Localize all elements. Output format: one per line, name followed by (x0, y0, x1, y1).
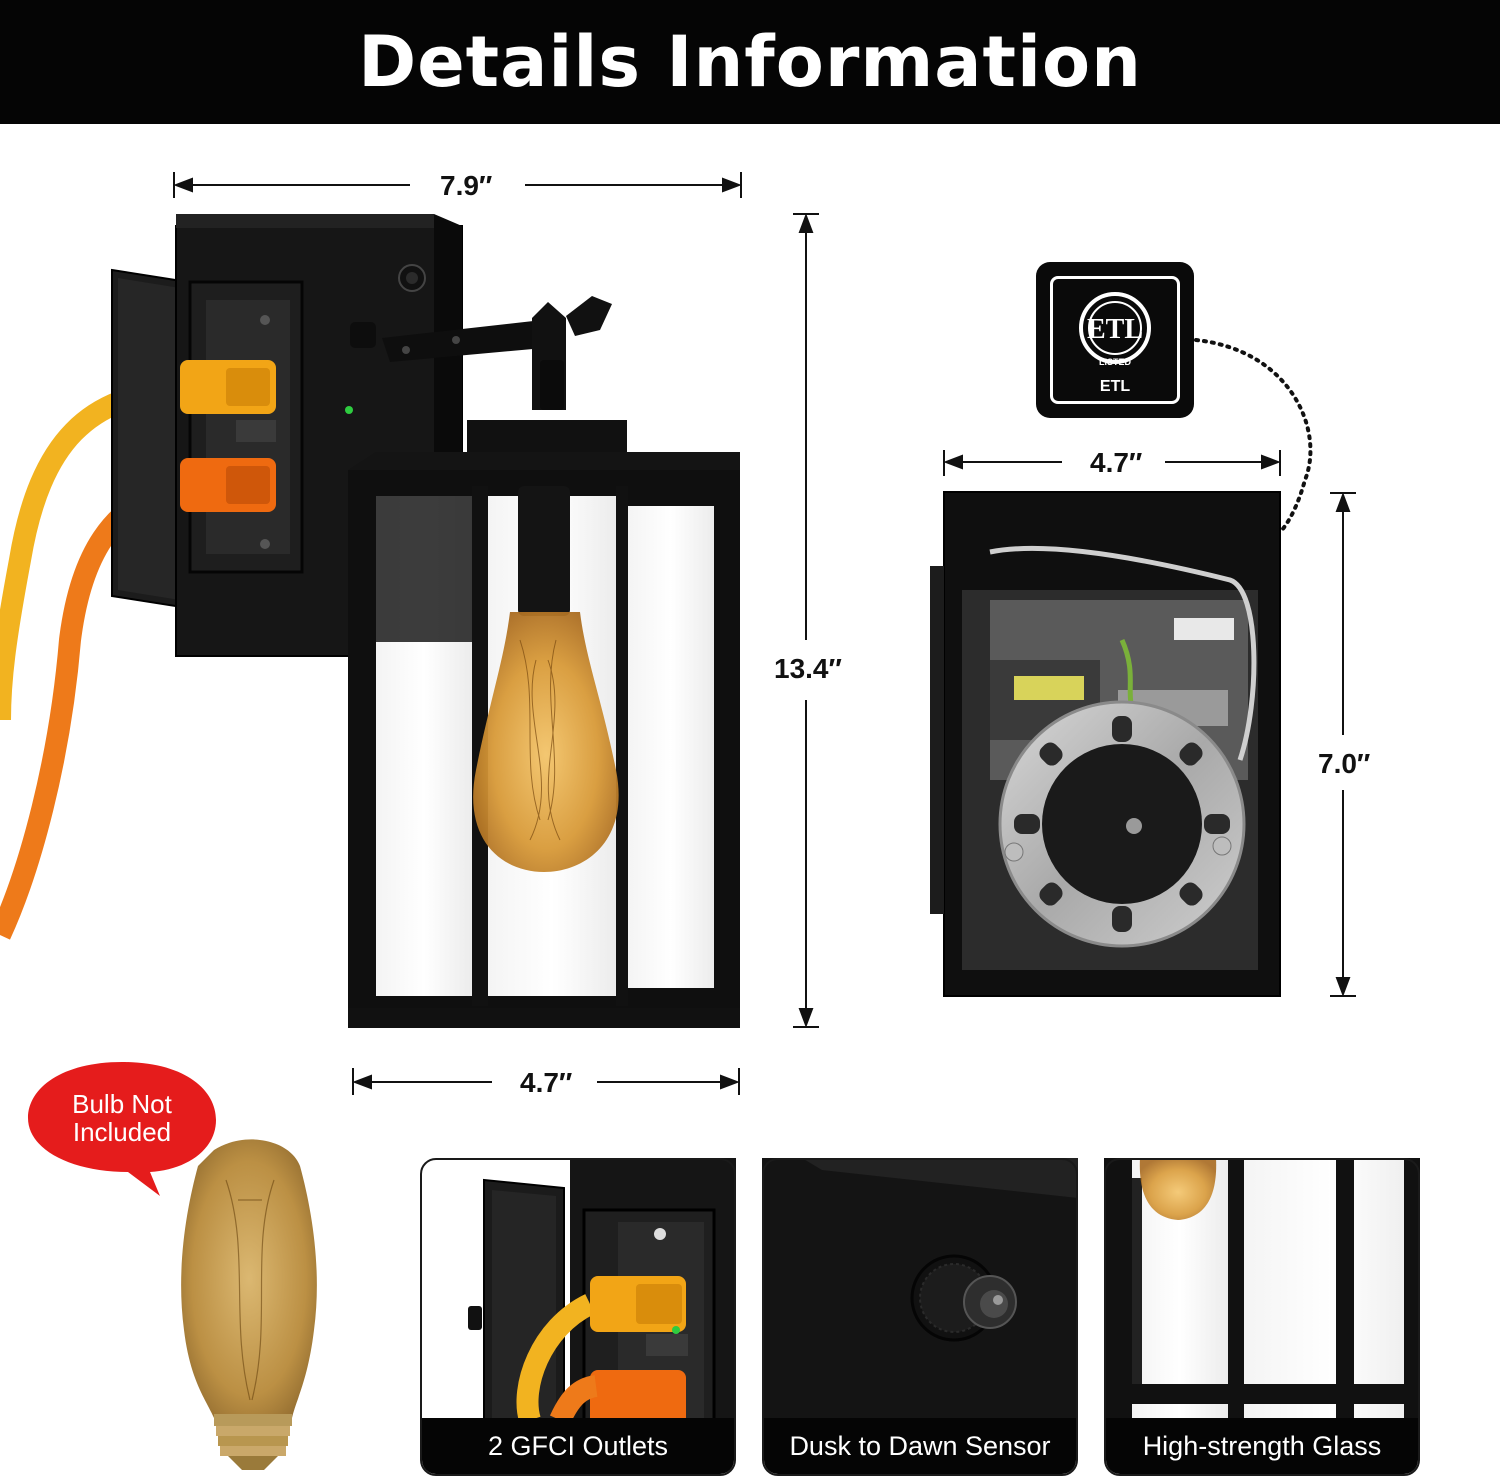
feature-caption-outlets: 2 GFCI Outlets (422, 1418, 734, 1474)
feature-panel-glass: High-strength Glass (1104, 1158, 1420, 1476)
etl-badge-frame (1050, 276, 1180, 404)
dimension-height: 13.4″ (766, 653, 850, 685)
feature-panel-sensor: Dusk to Dawn Sensor (762, 1158, 1078, 1476)
etl-logo-icon: ETL LISTED (1079, 292, 1151, 367)
lantern-fixture (0, 214, 740, 1028)
dimension-top-width: 7.9″ (432, 170, 501, 202)
junction-box (930, 491, 1281, 997)
etl-mark: ETL (1087, 314, 1143, 345)
etl-label: ETL (1099, 378, 1131, 395)
dimension-lines (173, 172, 1356, 1095)
etl-certification-badge: ETL LISTED ETL (1036, 262, 1194, 418)
bulb-notice-line1: Bulb Not (72, 1089, 172, 1119)
feature-caption-glass: High-strength Glass (1106, 1418, 1418, 1474)
dimension-box-height: 7.0″ (1310, 748, 1379, 780)
dimension-box-width: 4.7″ (1082, 447, 1151, 479)
bulb-notice-line2: Included (72, 1117, 172, 1147)
badge-connector (1194, 338, 1313, 532)
glass-detail (1104, 1158, 1420, 1420)
outlets-detail (468, 1158, 736, 1426)
bulb-notice-text: Bulb Not Included (30, 1090, 214, 1146)
bulb-notice (28, 1062, 317, 1470)
page-title: Details Information (358, 21, 1142, 103)
dimension-bottom-width: 4.7″ (512, 1067, 581, 1099)
feature-caption-sensor: Dusk to Dawn Sensor (764, 1418, 1076, 1474)
etl-listed-mark: LISTED (1099, 357, 1132, 367)
feature-panel-outlets: 2 GFCI Outlets (420, 1158, 736, 1476)
header-bar: Details Information (0, 0, 1500, 124)
sensor-detail (762, 1158, 1078, 1420)
